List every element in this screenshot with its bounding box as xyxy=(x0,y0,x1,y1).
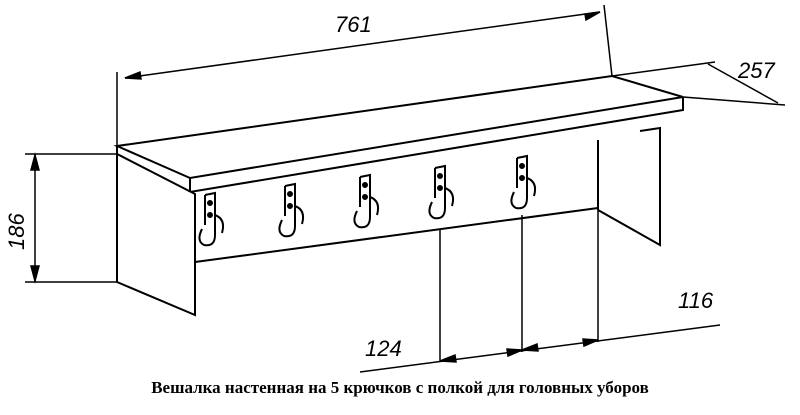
depth-dimension: 257 xyxy=(737,58,775,83)
screw-icon xyxy=(362,182,368,188)
hook-icon xyxy=(198,191,225,247)
hook-icon xyxy=(428,164,455,220)
height-dimension: 186 xyxy=(4,213,29,250)
screw-icon xyxy=(287,191,293,197)
screw-icon xyxy=(519,175,525,181)
dimension-lines xyxy=(25,4,786,373)
screw-icon xyxy=(519,163,525,169)
screw-icon xyxy=(207,200,213,206)
screw-icon xyxy=(437,173,443,179)
hook-icon xyxy=(278,182,305,238)
width-dimension: 761 xyxy=(335,12,372,37)
hook-icon xyxy=(510,154,537,210)
screw-icon xyxy=(207,212,213,218)
end-offset-dimension: 116 xyxy=(678,288,714,313)
hooks xyxy=(198,154,537,247)
screw-icon xyxy=(362,194,368,200)
hook-icon xyxy=(353,173,380,229)
screw-icon xyxy=(287,203,293,209)
caption: Вешалка настенная на 5 крючков с полкой … xyxy=(151,378,649,397)
screw-icon xyxy=(437,185,443,191)
hook-spacing-dimension: 124 xyxy=(365,336,402,361)
shelf-body xyxy=(113,74,684,317)
